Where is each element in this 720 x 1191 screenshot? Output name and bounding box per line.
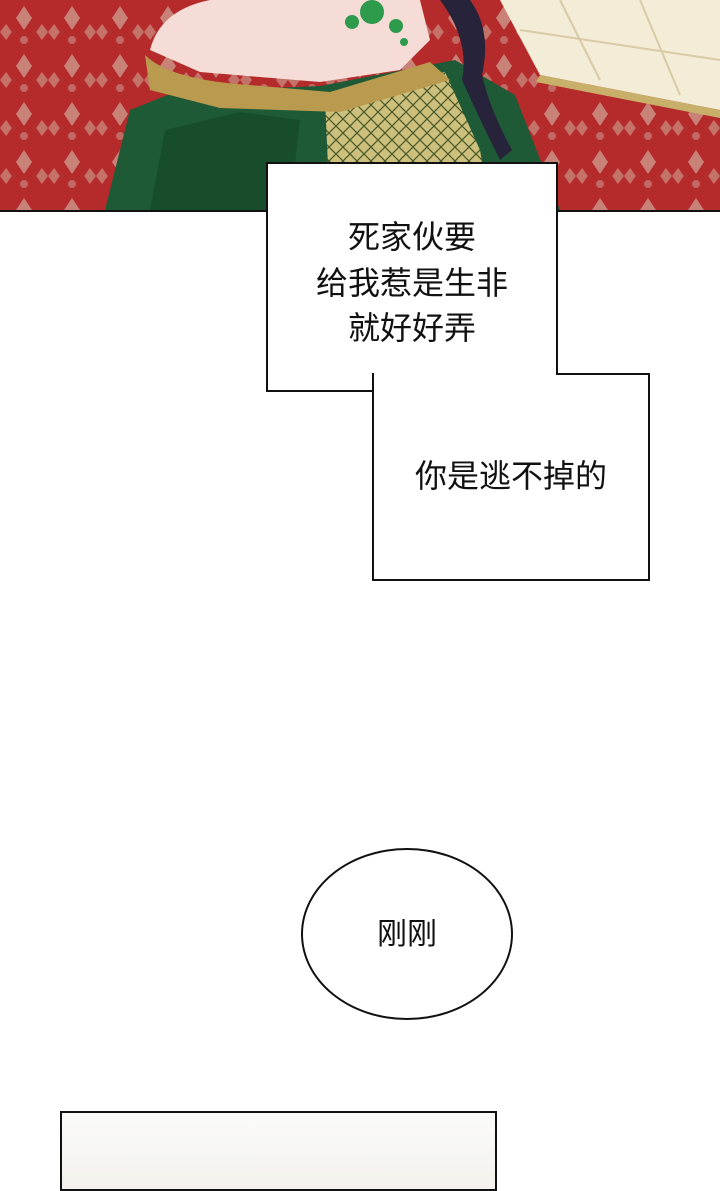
caption-line-2: 给我惹是生非: [315, 264, 508, 302]
illustration-panel-bottom: [60, 1111, 497, 1191]
speech-bubble-text: 刚刚: [377, 917, 437, 952]
caption-box-join: [374, 371, 556, 393]
caption-line-3: 就好好弄: [347, 309, 476, 347]
speech-bubble: [301, 848, 513, 1020]
caption-line-1: 死家伙要: [347, 218, 476, 256]
caption-box-main: [266, 162, 558, 392]
caption-box-secondary: [372, 373, 650, 581]
caption-line-4: 你是逃不掉的: [414, 457, 607, 495]
